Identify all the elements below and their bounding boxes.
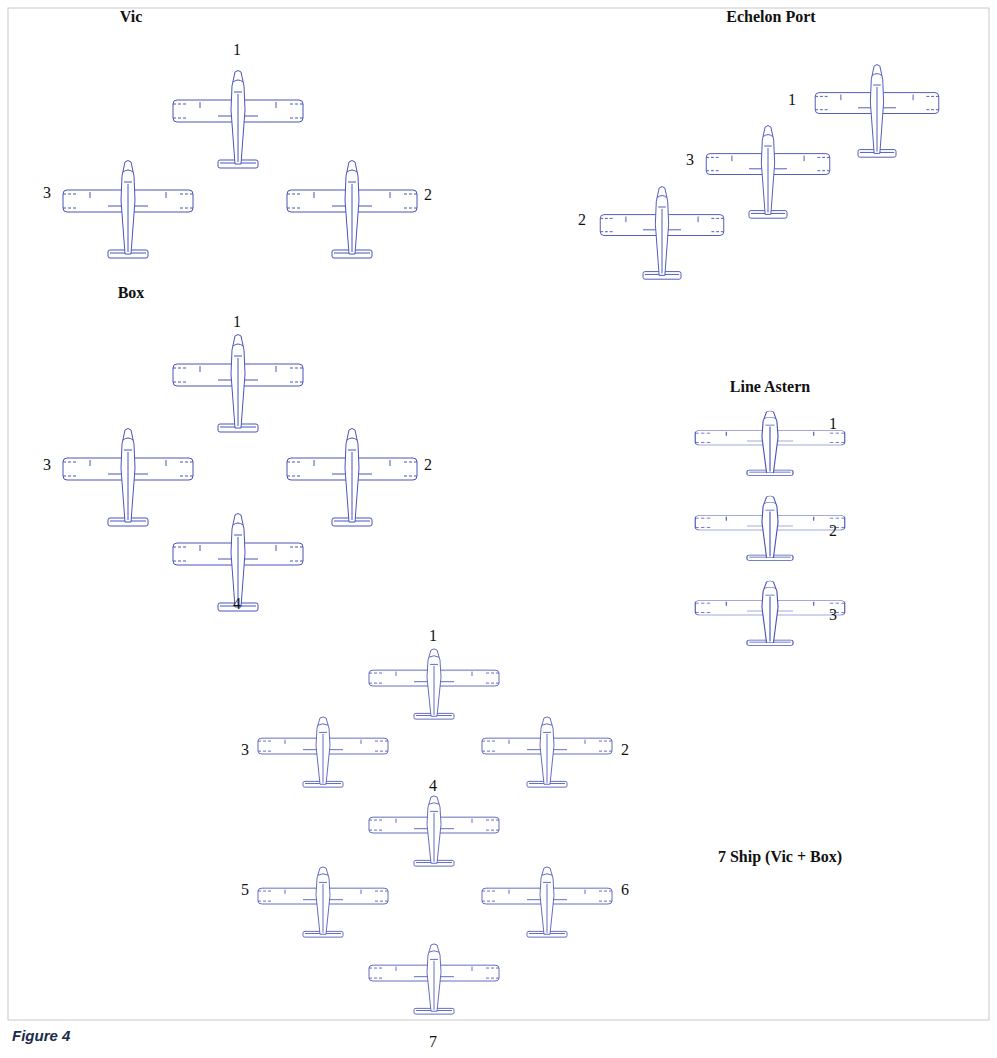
position-number: 2 bbox=[578, 211, 586, 229]
position-number: 1 bbox=[829, 415, 837, 433]
formation-title: Box bbox=[118, 284, 145, 302]
position-number: 1 bbox=[233, 41, 241, 59]
position-number: 3 bbox=[829, 606, 837, 624]
position-number: 1 bbox=[429, 627, 437, 645]
position-number: 2 bbox=[621, 741, 629, 759]
figure-caption: Figure 4 bbox=[12, 1028, 70, 1045]
position-number: 4 bbox=[429, 777, 437, 795]
position-number: 1 bbox=[788, 91, 796, 109]
position-number: 6 bbox=[621, 881, 629, 899]
position-number: 3 bbox=[43, 184, 51, 202]
formation-title: Line Astern bbox=[730, 378, 810, 396]
formation-title: 7 Ship (Vic + Box) bbox=[718, 848, 842, 866]
position-number: 2 bbox=[829, 522, 837, 540]
formation-title: Echelon Port bbox=[726, 8, 815, 26]
position-number: 2 bbox=[424, 456, 432, 474]
position-number: 3 bbox=[43, 456, 51, 474]
position-number: 3 bbox=[241, 741, 249, 759]
position-number: 3 bbox=[686, 151, 694, 169]
position-number: 5 bbox=[241, 881, 249, 899]
position-number: 2 bbox=[424, 186, 432, 204]
position-number: 4 bbox=[233, 595, 241, 613]
position-number: 7 bbox=[429, 1033, 437, 1051]
position-number: 1 bbox=[233, 313, 241, 331]
formation-title: Vic bbox=[120, 8, 143, 26]
